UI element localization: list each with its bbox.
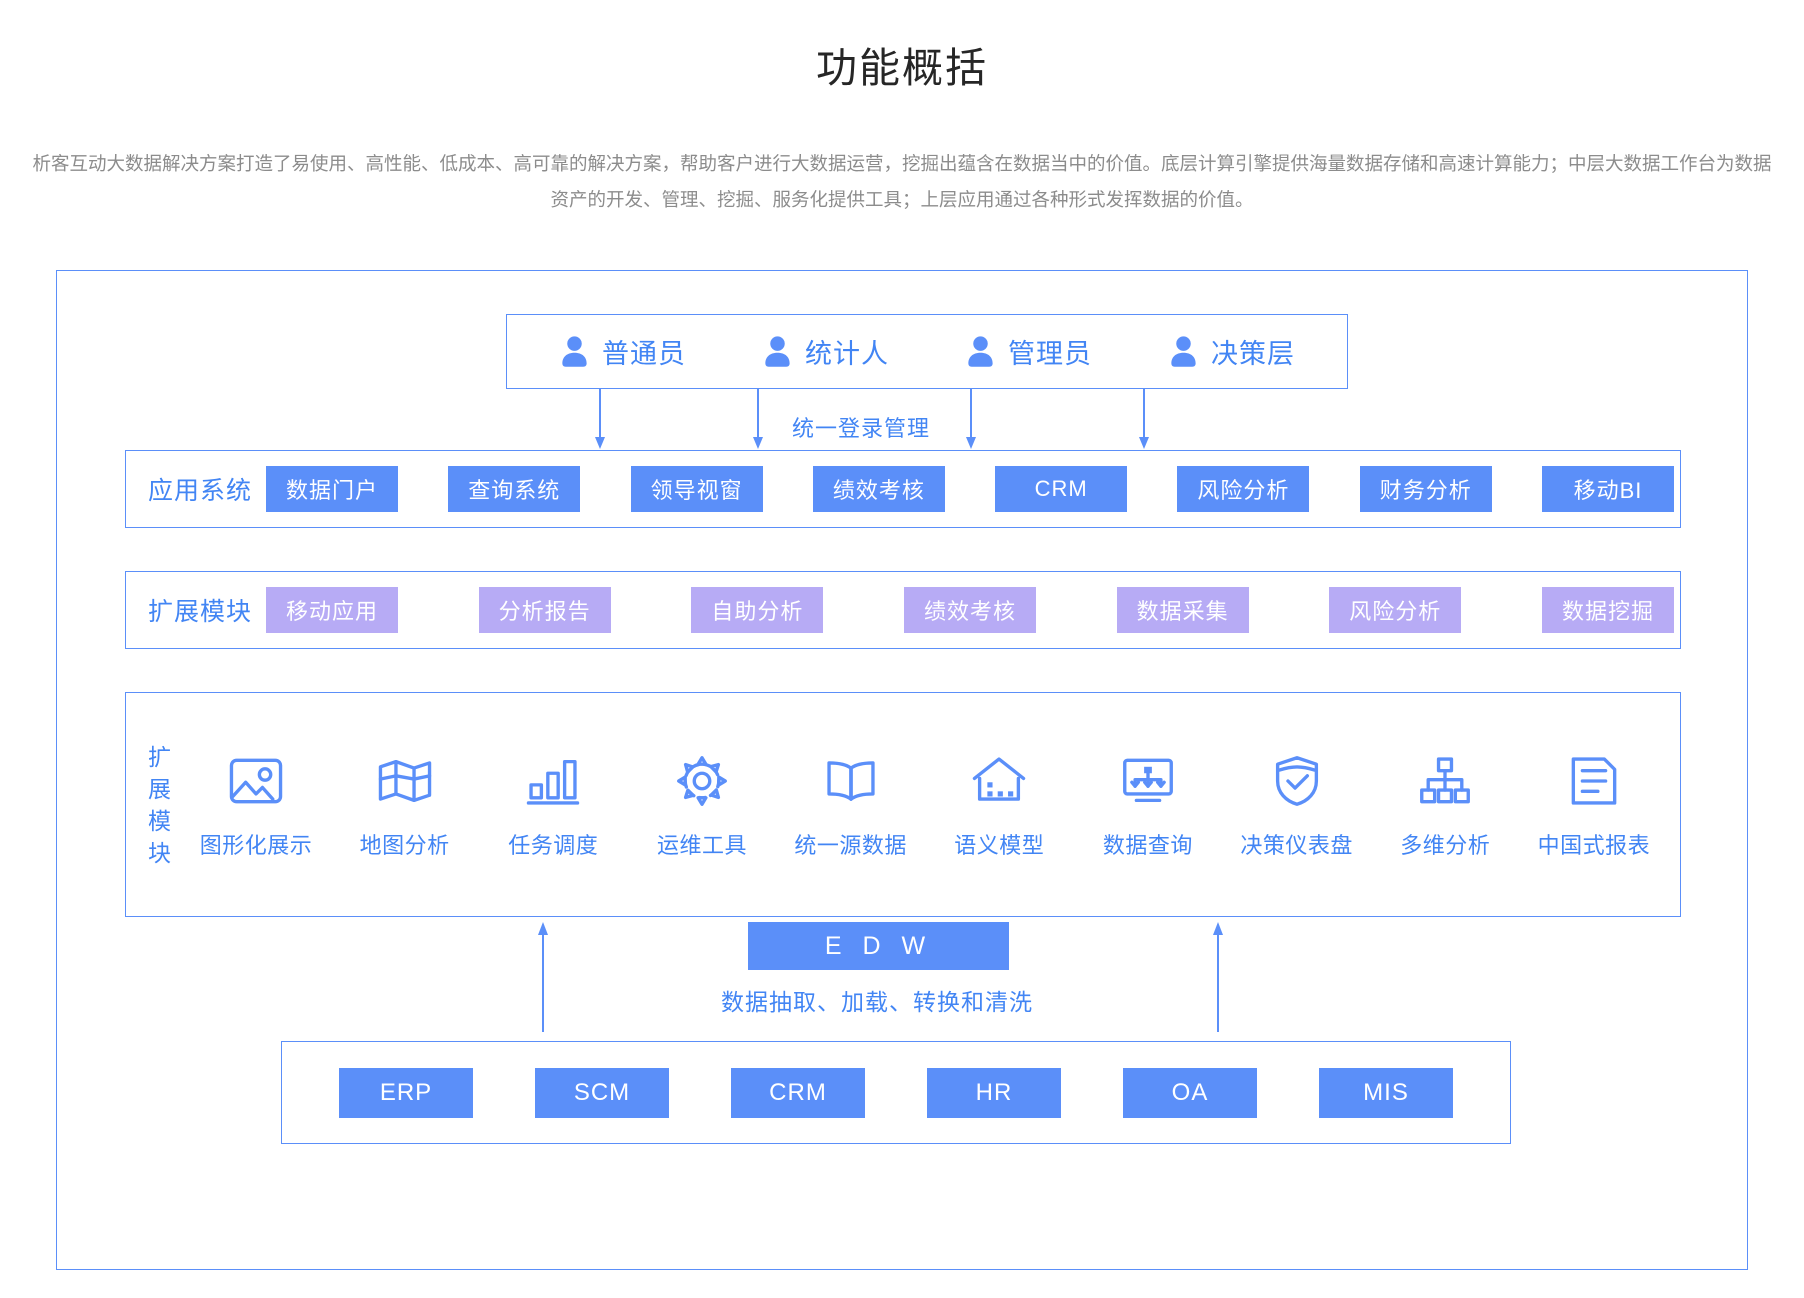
page-description: 析客互动大数据解决方案打造了易使用、高性能、低成本、高可靠的解决方案，帮助客户进…	[32, 153, 1772, 210]
source-systems-box: ERP SCM CRM HR OA MIS	[281, 1041, 1511, 1144]
ext-chip-3[interactable]: 绩效考核	[903, 587, 1036, 633]
app-chip-2[interactable]: 领导视窗	[630, 466, 763, 512]
source-chip-2[interactable]: CRM	[731, 1067, 865, 1118]
roles-box: 普通员 统计人 管理员 决策层	[506, 314, 1348, 389]
capability-label: 语义模型	[954, 832, 1045, 858]
etl-caption: 数据抽取、加载、转换和清洗	[721, 989, 1033, 1015]
capabilities-panel: 扩展模块 图形化展示	[125, 692, 1681, 917]
role-item-0[interactable]: 普通员	[559, 332, 686, 371]
app-chip-5[interactable]: 风险分析	[1177, 466, 1310, 512]
capability-item-6[interactable]: 数据查询	[1084, 750, 1212, 860]
ext-chip-1[interactable]: 分析报告	[478, 587, 611, 633]
extension-modules-chips: 移动应用 分析报告 自助分析 绩效考核 数据采集 风险分析 数据挖掘	[260, 587, 1680, 633]
source-chip-3[interactable]: HR	[927, 1067, 1061, 1118]
capability-item-1[interactable]: 地图分析	[341, 750, 469, 860]
extension-modules-title: 扩展模块	[148, 598, 253, 626]
capabilities-grid: 图形化展示 地图分析	[188, 750, 1680, 860]
login-arrow-band: 统一登录管理	[506, 389, 1348, 451]
ext-chip-5[interactable]: 风险分析	[1329, 587, 1462, 633]
org-tree-icon	[1414, 750, 1476, 812]
capability-item-9[interactable]: 中国式报表	[1530, 750, 1658, 860]
app-chip-1[interactable]: 查询系统	[448, 466, 581, 512]
user-icon	[965, 335, 996, 369]
capability-item-4[interactable]: 统一源数据	[787, 750, 915, 860]
capability-item-0[interactable]: 图形化展示	[192, 750, 320, 860]
application-systems-title: 应用系统	[148, 477, 253, 505]
capability-label: 统一源数据	[794, 832, 907, 858]
user-icon	[762, 335, 793, 369]
app-chip-6[interactable]: 财务分析	[1359, 466, 1492, 512]
app-chip-0[interactable]: 数据门户	[266, 466, 399, 512]
shield-check-icon	[1266, 750, 1328, 812]
application-systems-chips: 数据门户 查询系统 领导视窗 绩效考核 CRM 风险分析 财务分析 移动BI	[260, 466, 1680, 512]
capability-item-8[interactable]: 多维分析	[1381, 750, 1509, 860]
app-chip-7[interactable]: 移动BI	[1541, 466, 1674, 512]
user-icon	[559, 335, 590, 369]
document-icon	[1563, 750, 1625, 812]
role-item-3[interactable]: 决策层	[1168, 332, 1295, 371]
arrow-up-icon	[536, 922, 550, 1032]
capability-label: 地图分析	[359, 832, 450, 858]
app-chip-3[interactable]: 绩效考核	[812, 466, 945, 512]
capability-item-5[interactable]: 语义模型	[935, 750, 1063, 860]
capability-item-3[interactable]: 运维工具	[638, 750, 766, 860]
arrow-down-icon	[751, 389, 765, 451]
application-systems-band: 应用系统 数据门户 查询系统 领导视窗 绩效考核 CRM 风险分析 财务分析 移…	[125, 450, 1681, 528]
ext-chip-6[interactable]: 数据挖掘	[1541, 587, 1674, 633]
role-label: 管理员	[1008, 339, 1092, 369]
edw-box[interactable]: E D W	[748, 922, 1009, 970]
arrow-down-icon	[964, 389, 978, 451]
house-data-icon	[968, 750, 1030, 812]
role-label: 统计人	[805, 339, 889, 369]
ext-chip-2[interactable]: 自助分析	[691, 587, 824, 633]
gear-icon	[671, 750, 733, 812]
source-chip-0[interactable]: ERP	[339, 1067, 473, 1118]
app-chip-4[interactable]: CRM	[995, 466, 1128, 512]
role-label: 决策层	[1211, 339, 1295, 369]
capability-item-7[interactable]: 决策仪表盘	[1233, 750, 1361, 860]
page-title: 功能概括	[816, 45, 988, 91]
architecture-frame: 普通员 统计人 管理员 决策层	[56, 270, 1748, 1270]
unified-login-label: 统一登录管理	[792, 416, 931, 441]
ext-chip-0[interactable]: 移动应用	[266, 587, 399, 633]
monitor-query-icon	[1117, 750, 1179, 812]
arrow-down-icon	[1137, 389, 1151, 451]
capability-label: 运维工具	[656, 832, 747, 858]
capability-label: 图形化展示	[199, 832, 313, 858]
bar-chart-icon	[522, 750, 584, 812]
arrow-down-icon	[593, 389, 607, 451]
capability-label: 数据查询	[1102, 832, 1193, 858]
image-icon	[225, 750, 287, 812]
capability-label: 多维分析	[1400, 832, 1491, 858]
capability-label: 决策仪表盘	[1240, 832, 1353, 858]
capability-label: 任务调度	[508, 832, 599, 858]
extension-modules-band: 扩展模块 移动应用 分析报告 自助分析 绩效考核 数据采集 风险分析 数据挖掘	[125, 571, 1681, 649]
map-icon	[374, 750, 436, 812]
capability-label: 中国式报表	[1537, 832, 1651, 858]
role-label: 普通员	[602, 339, 686, 369]
role-item-1[interactable]: 统计人	[762, 332, 889, 371]
source-chip-4[interactable]: OA	[1123, 1067, 1257, 1118]
user-icon	[1168, 335, 1199, 369]
arrow-up-icon	[1211, 922, 1225, 1032]
capabilities-title: 扩展模块	[148, 743, 171, 866]
source-chip-5[interactable]: MIS	[1319, 1067, 1453, 1118]
role-item-2[interactable]: 管理员	[965, 332, 1092, 371]
source-chip-1[interactable]: SCM	[535, 1067, 669, 1118]
capability-item-2[interactable]: 任务调度	[489, 750, 617, 860]
book-icon	[820, 750, 882, 812]
ext-chip-4[interactable]: 数据采集	[1116, 587, 1249, 633]
